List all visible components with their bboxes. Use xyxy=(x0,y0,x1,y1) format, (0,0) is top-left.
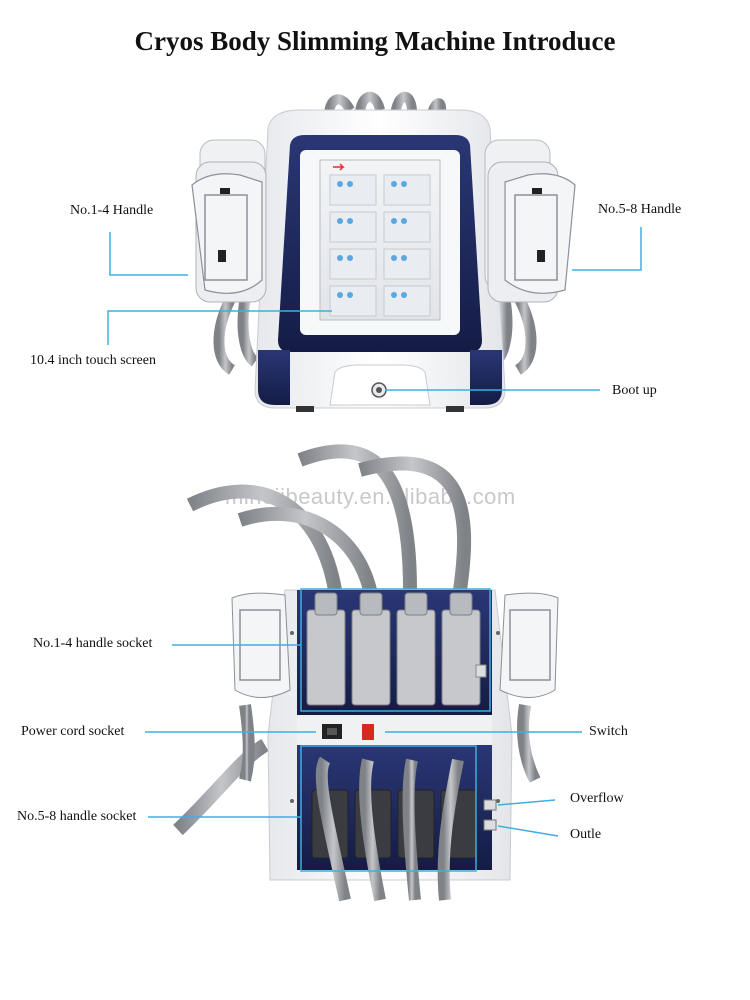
label-outlet: Outle xyxy=(570,827,602,842)
page-title: Cryos Body Slimming Machine Introduce xyxy=(134,26,616,56)
label-boot-up: Boot up xyxy=(612,383,657,398)
rear-callout-lines xyxy=(145,588,582,872)
label-handle-socket-bottom: No.5-8 handle socket xyxy=(17,809,137,824)
label-switch: Switch xyxy=(589,724,628,739)
label-touch-screen: 10.4 inch touch screen xyxy=(30,353,156,368)
label-handle-left: No.1-4 Handle xyxy=(70,203,154,218)
front-machine xyxy=(191,91,576,412)
label-handle-socket-top: No.1-4 handle socket xyxy=(33,636,153,651)
rear-machine xyxy=(173,444,559,902)
label-power-cord-socket: Power cord socket xyxy=(21,724,125,739)
label-handle-right: No.5-8 Handle xyxy=(598,202,682,217)
label-overflow: Overflow xyxy=(570,791,624,806)
front-callout-lines xyxy=(107,227,642,391)
